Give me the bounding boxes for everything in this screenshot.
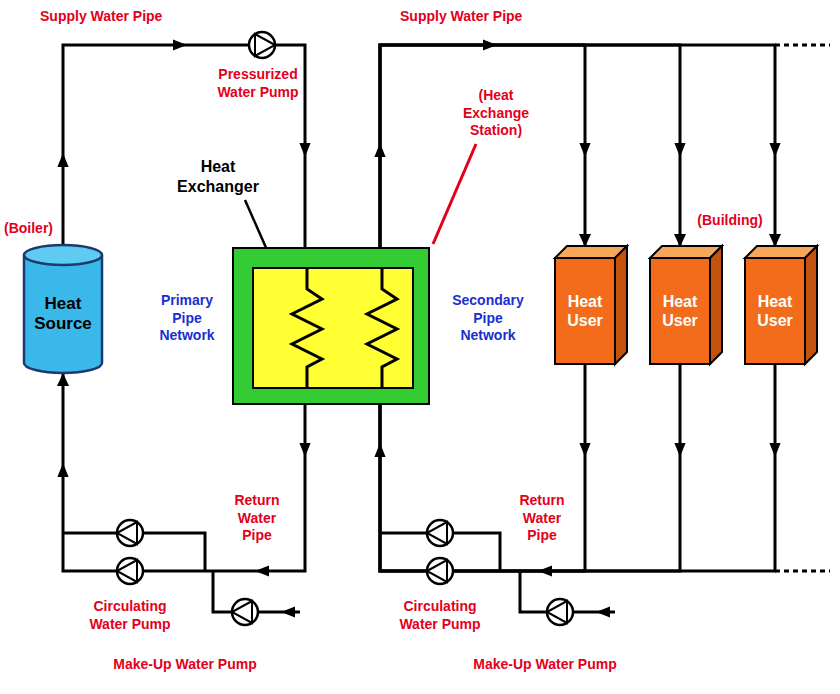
pump-label: Make-Up Water Pump: [455, 656, 635, 674]
building-front: [650, 258, 710, 364]
heat-exchanger-coil: [367, 267, 397, 389]
building-label: (Building): [688, 212, 772, 230]
pump-label: Circulating Water Pump: [82, 598, 178, 633]
water-pipe: [380, 45, 680, 267]
flow-arrow: [57, 153, 68, 167]
water-pipe: [380, 364, 775, 571]
pump-symbol: [249, 32, 275, 58]
heat-user-building: Heat User: [555, 246, 627, 364]
pump-impeller: [117, 522, 137, 544]
pump-casing: [232, 599, 258, 625]
flow-arrow: [255, 565, 269, 576]
node-caption: (Heat Exchange Station): [444, 87, 548, 140]
node-text: Heat User: [559, 292, 611, 330]
network-label: Primary Pipe Network: [149, 292, 225, 345]
pipe-label: Return Water Pipe: [226, 492, 288, 545]
flow-arrow: [769, 143, 780, 157]
pipe-label: Supply Water Pipe: [400, 8, 550, 26]
flow-arrow: [769, 443, 780, 457]
pipe-label: Supply Water Pipe: [40, 8, 190, 26]
network-label: Secondary Pipe Network: [446, 292, 530, 345]
pump-symbols: [57, 32, 780, 625]
pump-impeller: [427, 560, 447, 582]
pump-impeller: [427, 522, 447, 544]
building-side: [805, 246, 817, 364]
pump-casing: [427, 520, 453, 546]
pump-casing: [117, 558, 143, 584]
coil-symbol: [252, 267, 414, 389]
pipe-label: Return Water Pipe: [511, 492, 573, 545]
heat-source-boiler: (Boiler)Heat Source: [22, 244, 104, 374]
pump-symbol: [427, 558, 453, 584]
pump-impeller: [117, 560, 137, 582]
node-face: Heat User: [650, 258, 710, 364]
pump-label: Circulating Water Pump: [392, 598, 488, 633]
flow-arrow: [579, 443, 590, 457]
flow-arrow: [374, 443, 385, 457]
flow-arrow: [579, 143, 590, 157]
flow-arrow: [299, 443, 310, 457]
water-pipe: [380, 45, 585, 267]
pump-symbol: [427, 520, 453, 546]
water-pipe: [380, 45, 775, 267]
pump-casing: [547, 599, 573, 625]
node-caption: Heat Exchanger: [166, 157, 270, 197]
node-text: Heat Source: [26, 294, 100, 335]
heat-user-building: Heat User: [745, 246, 817, 364]
node-face: Heat Source: [22, 264, 104, 364]
pump-impeller: [255, 34, 275, 56]
building-front: [745, 258, 805, 364]
pump-label: Make-Up Water Pump: [95, 656, 275, 674]
pump-casing: [117, 520, 143, 546]
building-front: [555, 258, 615, 364]
heat-exchanger: Heat Exchanger: [252, 267, 414, 389]
flow-arrow: [281, 606, 295, 617]
boiler-body: [24, 255, 102, 373]
heat-exchange-station: (Heat Exchange Station)Heat Exchanger: [232, 247, 430, 405]
node-text: Heat User: [749, 292, 801, 330]
building-side: [615, 246, 627, 364]
pump-casing: [249, 32, 275, 58]
pump-impeller: [547, 601, 567, 623]
pump-symbol: [117, 558, 143, 584]
flow-arrow: [538, 565, 552, 576]
pump-casing: [427, 558, 453, 584]
pump-symbol: [232, 599, 258, 625]
flow-arrow: [57, 463, 68, 477]
flow-arrow: [674, 443, 685, 457]
flow-arrow: [173, 39, 187, 50]
node-face: Heat User: [745, 258, 805, 364]
node-caption: (Boiler): [4, 220, 84, 238]
pump-symbol: [547, 599, 573, 625]
pump-label: Pressurized Water Pump: [212, 66, 304, 101]
boiler-top: [24, 245, 102, 265]
heat-exchanger-coil: [292, 267, 322, 389]
flow-arrow: [483, 39, 497, 50]
flow-arrow: [674, 143, 685, 157]
leader-line: [433, 144, 476, 244]
node-text: Heat User: [654, 292, 706, 330]
building-side: [710, 246, 722, 364]
flow-arrow: [299, 143, 310, 157]
pipe-lines: [63, 45, 830, 612]
node-face: Heat User: [555, 258, 615, 364]
flow-arrow: [596, 606, 610, 617]
heat-user-building: Heat User: [650, 246, 722, 364]
water-pipe: [63, 45, 305, 267]
flow-arrow: [374, 143, 385, 157]
pump-impeller: [232, 601, 252, 623]
pump-symbol: [117, 520, 143, 546]
